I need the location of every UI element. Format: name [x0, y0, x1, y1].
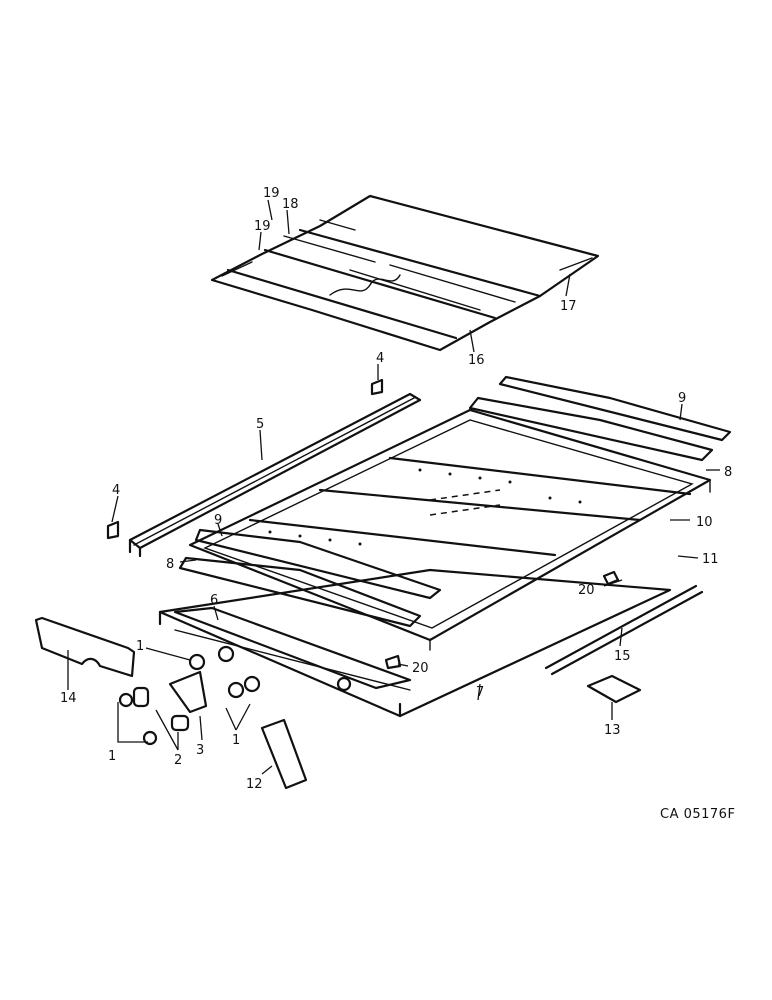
cross-member	[173, 606, 412, 690]
strip-8-right	[468, 396, 714, 462]
base-frame	[158, 568, 672, 718]
tag-upper	[602, 570, 620, 586]
callout-20-upper: 20	[578, 583, 595, 598]
side-rail	[128, 392, 422, 558]
callout-1-a: 1	[136, 639, 144, 654]
callout-7: 7	[476, 685, 484, 700]
callout-10: 10	[696, 515, 713, 530]
callout-4-upper: 4	[376, 351, 384, 366]
bracket-upper	[370, 378, 384, 396]
bushings	[118, 645, 352, 746]
callout-19-top: 19	[263, 186, 280, 201]
rod	[544, 584, 704, 676]
strip-9-left	[194, 528, 442, 600]
leader-lines	[67, 199, 720, 775]
callout-11: 11	[702, 552, 719, 567]
callout-17: 17	[560, 299, 577, 314]
reference-code: CA 05176F	[660, 807, 735, 822]
callout-16: 16	[468, 353, 485, 368]
callout-8-right: 8	[724, 465, 732, 480]
shield-plate	[34, 616, 136, 678]
callout-8-left: 8	[166, 557, 174, 572]
bracket-lower	[106, 520, 120, 540]
callout-6: 6	[210, 593, 218, 608]
callout-20-lower: 20	[412, 661, 429, 676]
callout-15: 15	[614, 649, 631, 664]
callout-2: 2	[174, 753, 182, 768]
callout-9-left: 9	[214, 513, 222, 528]
callout-13: 13	[604, 723, 621, 738]
link-arm	[260, 718, 308, 790]
callout-4-lower: 4	[112, 483, 120, 498]
strip-9-right	[498, 375, 732, 442]
callout-18: 18	[282, 197, 299, 212]
callout-5: 5	[256, 417, 264, 432]
callout-12: 12	[246, 777, 263, 792]
callout-19-left: 19	[254, 219, 271, 234]
strip-8-left	[178, 556, 422, 628]
tag-lower	[384, 654, 402, 670]
callout-1-b: 1	[108, 749, 116, 764]
callout-3: 3	[196, 743, 204, 758]
small-plate	[586, 674, 642, 704]
callout-1-c: 1	[232, 733, 240, 748]
callout-9-right: 9	[678, 391, 686, 406]
main-frame	[188, 408, 712, 651]
callout-14: 14	[60, 691, 77, 706]
frame-holes	[268, 468, 582, 546]
